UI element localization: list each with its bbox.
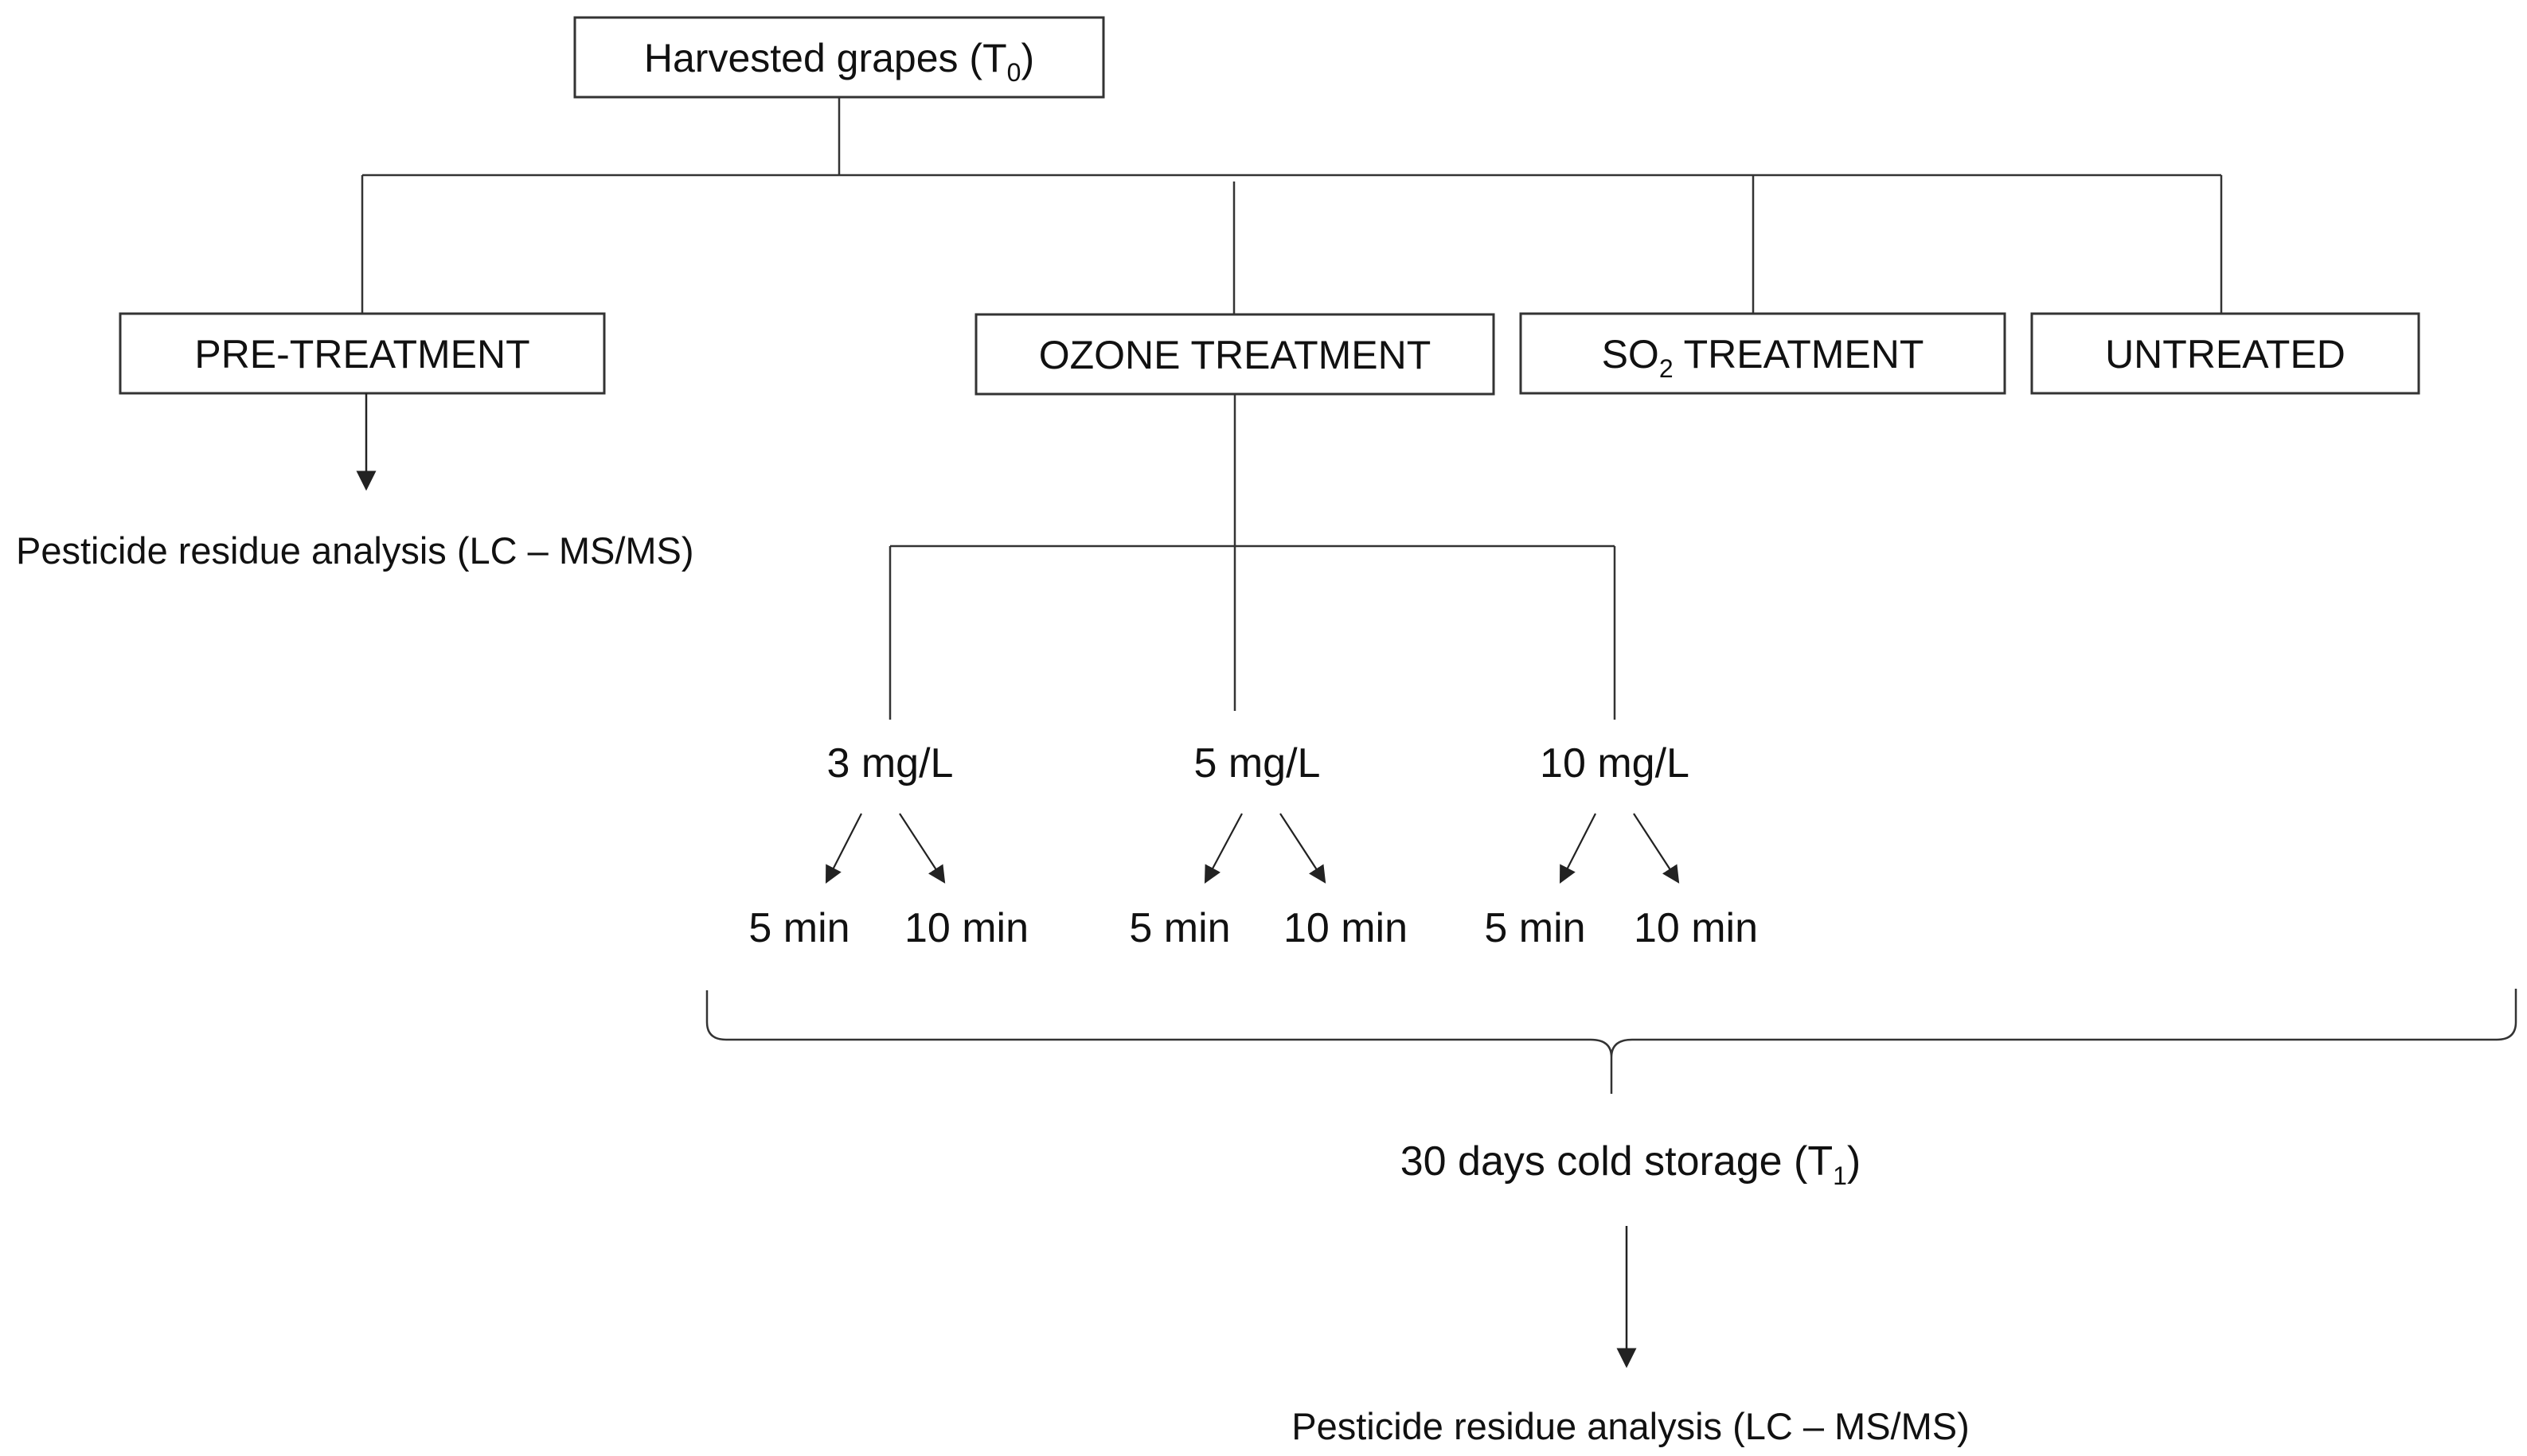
- arrow-10-5min: [1559, 813, 1596, 884]
- time-label: 10 min: [1283, 905, 1408, 951]
- arrow-3-10min: [899, 813, 946, 884]
- time-label: 10 min: [904, 905, 1029, 951]
- time-label: 5 min: [748, 905, 849, 951]
- pre-treatment-box: [119, 312, 606, 395]
- root-box: [573, 16, 1105, 99]
- grouping-brace: [705, 989, 2517, 1094]
- ozone-treatment-box: [974, 313, 1495, 396]
- arrow-3-5min: [825, 813, 862, 884]
- so2-treatment-box: [1519, 312, 2006, 395]
- time-label: 5 min: [1484, 905, 1585, 951]
- pre-analysis-label: Pesticide residue analysis (LC – MS/MS): [16, 529, 694, 572]
- arrow-5-10min: [1279, 813, 1326, 884]
- untreated-box: [2030, 312, 2420, 395]
- arrow-10-10min: [1633, 813, 1680, 884]
- final-analysis-label: Pesticide residue analysis (LC – MS/MS): [1291, 1405, 1970, 1447]
- concentration-3-label: 3 mg/L: [827, 740, 954, 787]
- so2-treatment-label: SO2 TREATMENT: [1602, 332, 1924, 383]
- concentration-5-label: 5 mg/L: [1194, 740, 1321, 787]
- time-label: 10 min: [1634, 905, 1758, 951]
- ozone-treatment-label: OZONE TREATMENT: [1039, 333, 1431, 377]
- concentration-10-label: 10 mg/L: [1540, 740, 1689, 787]
- arrow-5-5min: [1204, 813, 1243, 884]
- root-label: Harvested grapes (T0): [644, 36, 1034, 87]
- cold-storage-label: 30 days cold storage (T1): [1400, 1138, 1861, 1190]
- pre-treatment-label: PRE-TREATMENT: [194, 332, 529, 377]
- untreated-label: UNTREATED: [2105, 332, 2345, 377]
- time-label: 5 min: [1129, 905, 1230, 951]
